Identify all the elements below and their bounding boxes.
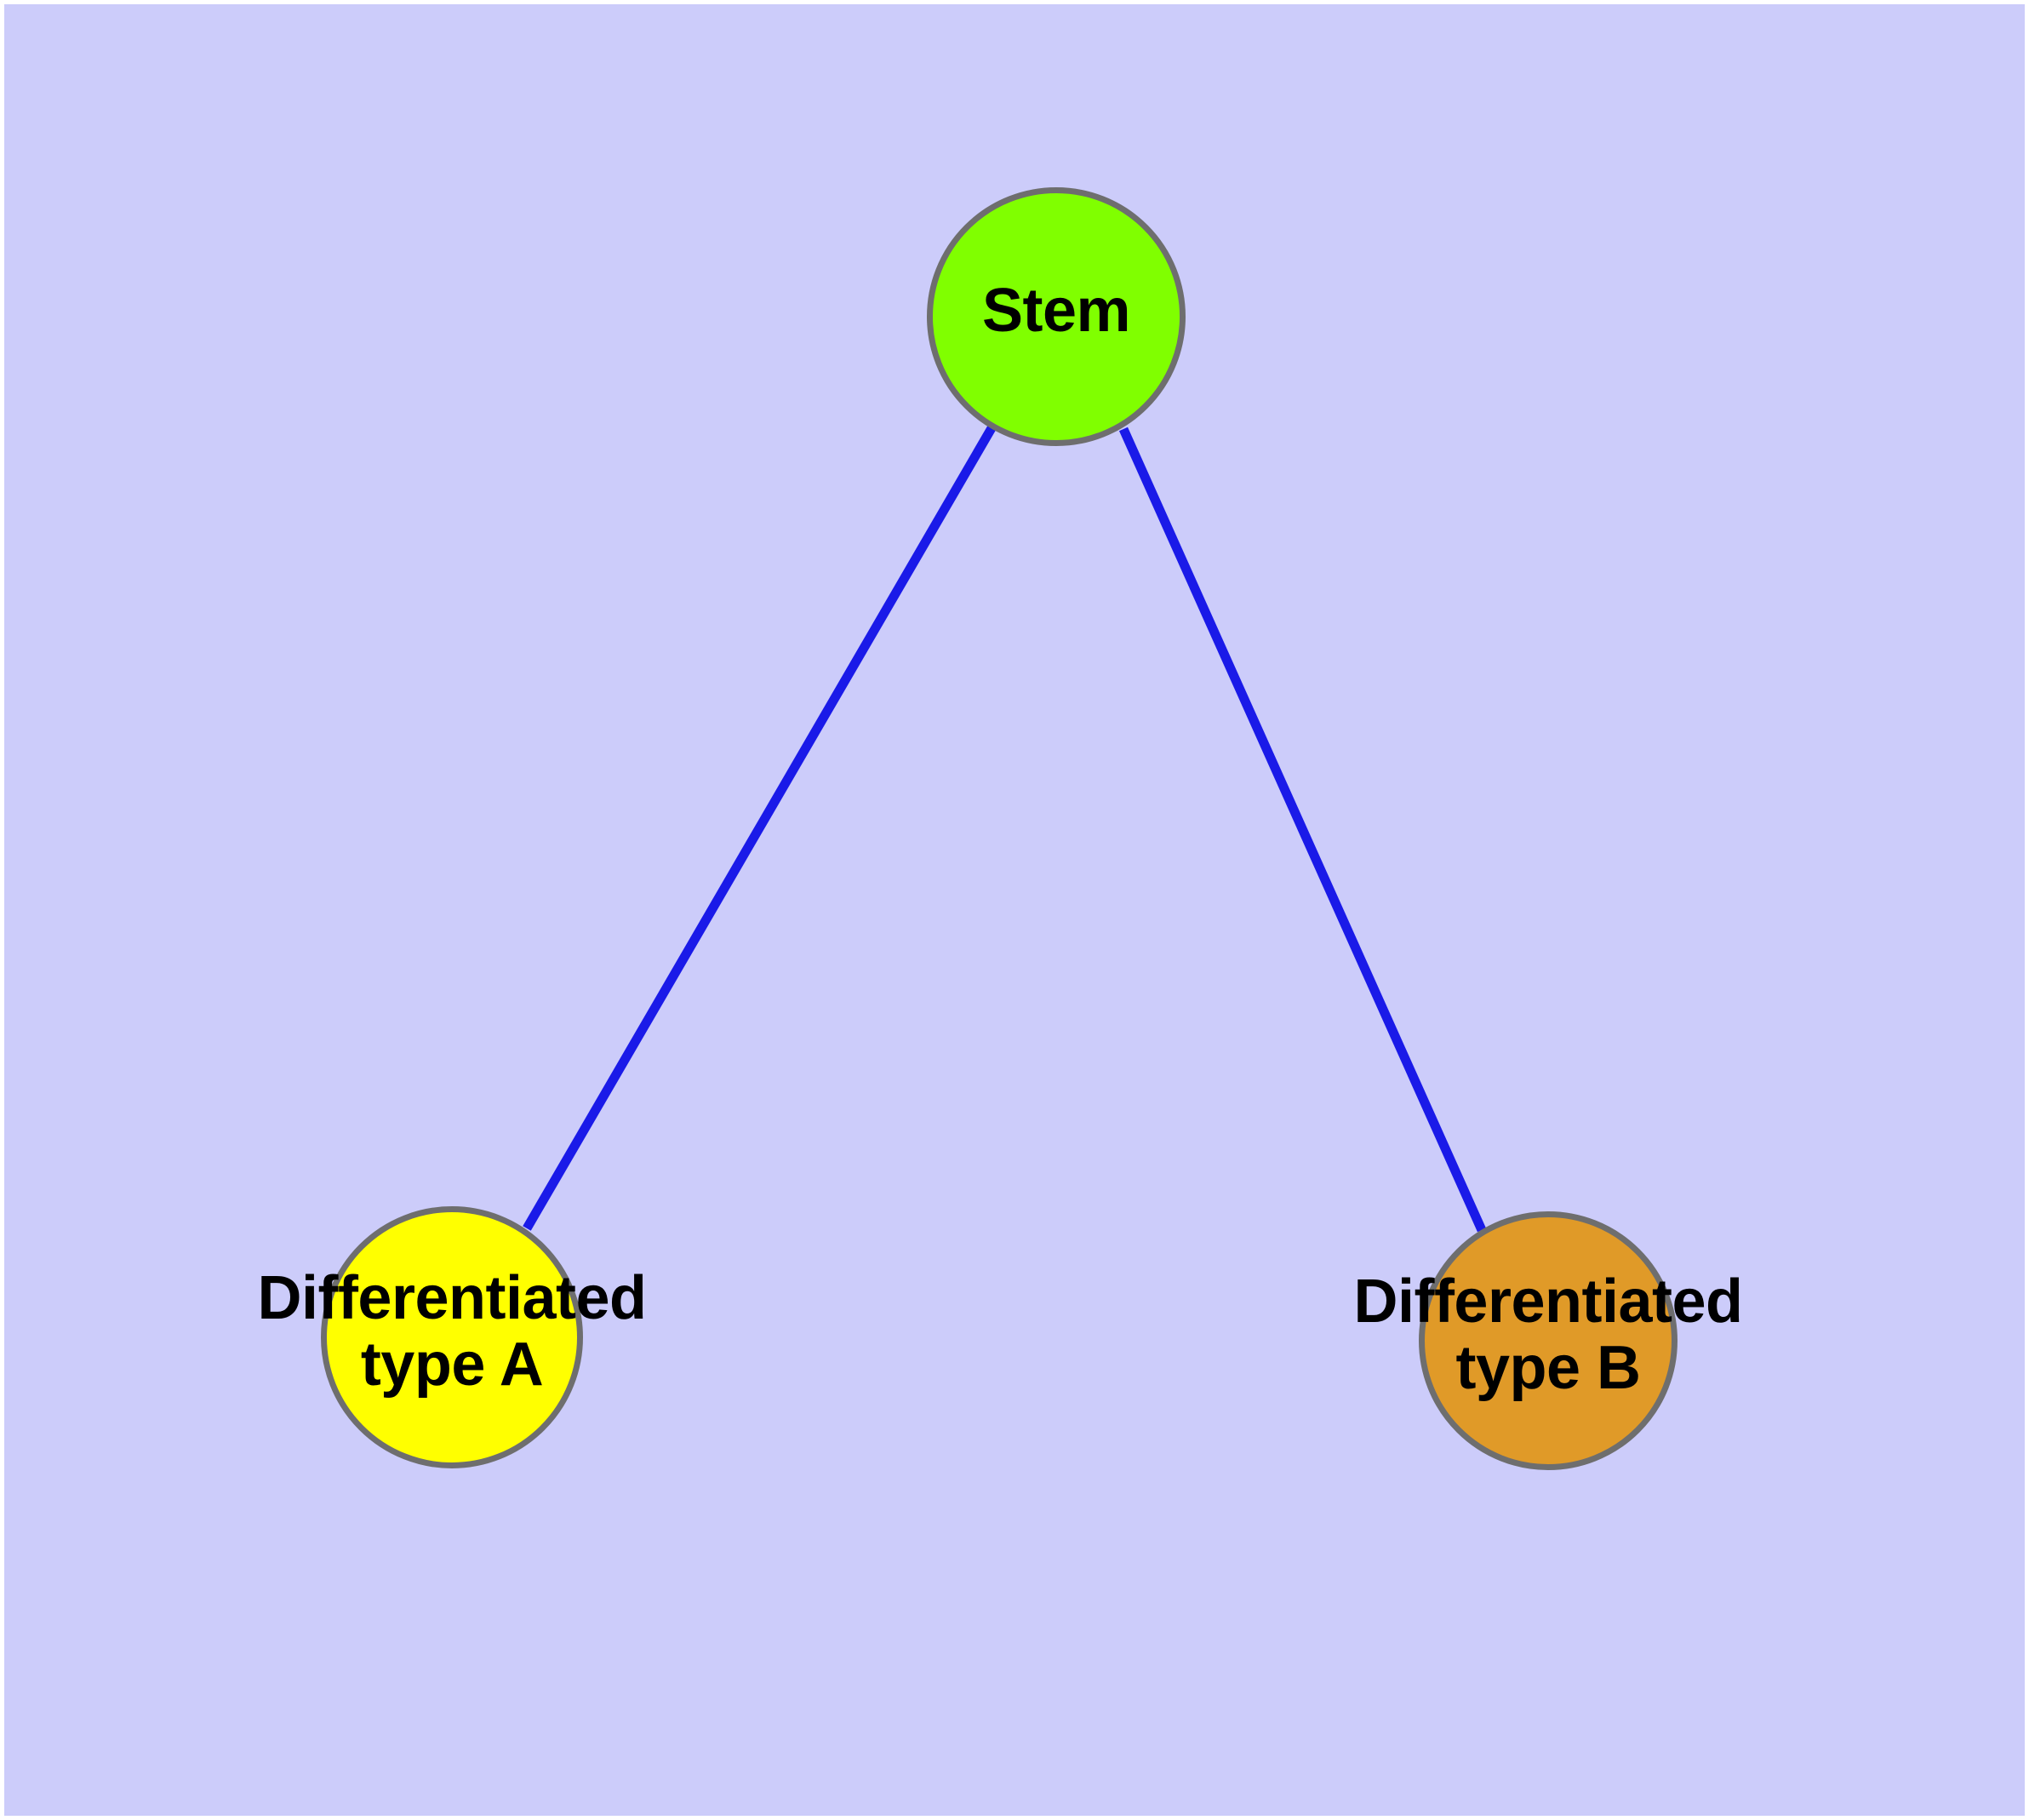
edge-layer [523, 426, 1487, 1233]
node-stem[interactable] [927, 187, 1186, 446]
edge-stem-to-differentiated-type-a [523, 426, 996, 1231]
node-differentiated-type-a[interactable] [321, 1206, 583, 1468]
edge-stem-to-differentiated-type-b [1118, 426, 1487, 1233]
node-differentiated-type-b[interactable] [1419, 1211, 1677, 1470]
